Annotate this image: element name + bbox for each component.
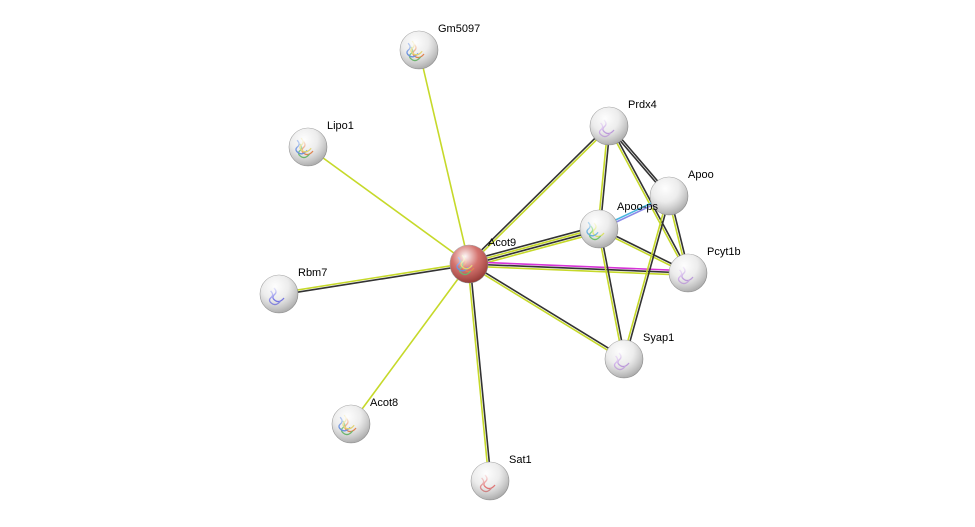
node-Prdx4[interactable] [589,106,629,146]
node-label-Syap1: Syap1 [643,332,675,344]
node-gloss [289,128,327,166]
node-label-Apoo: Apoo [688,169,714,181]
node-gloss [260,275,298,313]
node-gloss [590,107,628,145]
node-gloss [650,177,688,215]
node-Acot9[interactable] [449,244,489,284]
edge-Prdx4-Pcyt1b-textmining[interactable] [607,126,688,274]
edge-Acot9-Rbm7-coexpression[interactable] [279,264,470,296]
edge-Acot9-Prdx4-coexpression[interactable] [467,124,609,264]
node-label-Sat1: Sat1 [509,454,532,466]
node-label-Acot9: Acot9 [488,237,517,249]
node-Sat1[interactable] [470,461,510,501]
edge-Acot9-Apoo-ps-textmining[interactable] [468,227,599,264]
edge-Acot9-Syap1-coexpression[interactable] [469,262,625,359]
node-label-Acot8: Acot8 [370,397,399,409]
node-label-Pcyt1b: Pcyt1b [707,246,741,258]
edge-Acot9-Rbm7-textmining[interactable] [278,262,469,294]
node-Acot8[interactable] [331,404,371,444]
node-Apoo[interactable] [649,176,689,216]
node-label-Lipo1: Lipo1 [327,120,354,132]
edge-Prdx4-Pcyt1b-coexpression[interactable] [609,125,690,273]
node-label-Apoo-ps: Apoo-ps [617,201,658,213]
node-gloss [669,254,707,292]
edge-Acot9-Gm5097-textmining[interactable] [418,49,470,265]
edge-Acot9-Pcyt1b-coexpression[interactable] [468,263,689,274]
node-Gm5097[interactable] [399,30,439,70]
node-label-Prdx4: Prdx4 [628,99,657,111]
edge-Acot9-Apoo-ps-coexpression[interactable] [469,229,600,266]
edge-Acot9-Acot8-textmining[interactable] [350,263,470,425]
edge-Acot9-Prdx4-textmining[interactable] [469,126,611,266]
edge-Acot9-Pcyt1b-experiments[interactable] [469,261,689,272]
node-Pcyt1b[interactable] [668,253,708,293]
node-gloss [471,462,509,500]
edge-Acot9-Syap1-textmining[interactable] [468,264,624,361]
edge-Acot9-Sat1-coexpression[interactable] [469,263,492,481]
edge-Acot9-Lipo1-textmining[interactable] [307,146,470,265]
node-Rbm7[interactable] [259,274,299,314]
edge-Acot9-Pcyt1b-textmining[interactable] [468,265,688,276]
edge-Acot9-Apoo-ps-textmining[interactable] [469,231,601,268]
node-label-Rbm7: Rbm7 [298,267,328,279]
edge-Acot9-Apoo-ps-coexpression[interactable] [467,225,599,262]
edge-Apoo-Syap1-coexpression[interactable] [624,196,671,360]
node-gloss [332,405,370,443]
edge-Apoo-ps-Syap1-textmining[interactable] [597,229,624,360]
node-Apoo-ps[interactable] [579,209,619,249]
node-gloss [580,210,618,248]
node-gloss [605,340,643,378]
node-label-Gm5097: Gm5097 [438,23,481,35]
edge-Apoo-ps-Syap1-coexpression[interactable] [599,228,626,359]
node-gloss [400,31,438,69]
node-Lipo1[interactable] [288,127,328,167]
edge-Apoo-Syap1-textmining[interactable] [622,195,669,359]
node-gloss [450,245,488,283]
node-Syap1[interactable] [604,339,644,379]
edge-Acot9-Sat1-textmining[interactable] [467,264,490,482]
